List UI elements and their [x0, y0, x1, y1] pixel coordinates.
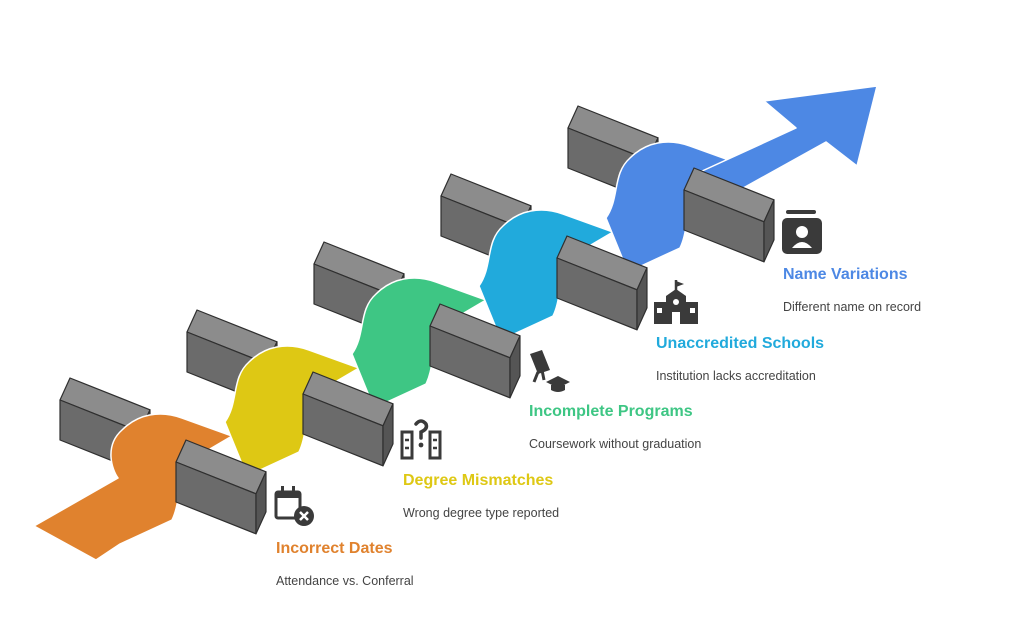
id-badge-icon — [782, 210, 822, 254]
front-block — [302, 371, 394, 467]
step-title: Incomplete Programs — [529, 403, 693, 420]
step-incomplete-programs: Incomplete Programs Coursework without g… — [529, 403, 701, 451]
front-block — [175, 439, 267, 535]
step-title: Degree Mismatches — [403, 472, 554, 489]
step-description: Different name on record — [783, 300, 922, 314]
calendar-x-icon — [274, 486, 314, 526]
step-title: Name Variations — [783, 266, 908, 283]
step-incorrect-dates: Incorrect Dates Attendance vs. Conferral — [276, 540, 414, 588]
step-title: Incorrect Dates — [276, 540, 393, 557]
step-icons — [274, 210, 822, 526]
step-degree-mismatches: Degree Mismatches Wrong degree type repo… — [403, 472, 559, 520]
front-block — [429, 303, 521, 399]
step-description: Institution lacks accreditation — [656, 369, 816, 383]
front-block — [556, 235, 648, 331]
front-block — [683, 167, 775, 263]
step-description: Wrong degree type reported — [403, 506, 560, 520]
school-building-icon — [654, 280, 698, 324]
degree-question-icon — [400, 419, 442, 460]
step-unaccredited-schools: Unaccredited Schools Institution lacks a… — [656, 335, 824, 383]
step-title: Unaccredited Schools — [656, 335, 825, 352]
step-description: Coursework without graduation — [529, 437, 702, 451]
step-name-variations: Name Variations Different name on record — [783, 266, 921, 314]
front-blocks — [175, 167, 775, 535]
arrow-head — [699, 85, 878, 193]
step-description: Attendance vs. Conferral — [276, 574, 414, 588]
diploma-cap-icon — [530, 350, 570, 392]
